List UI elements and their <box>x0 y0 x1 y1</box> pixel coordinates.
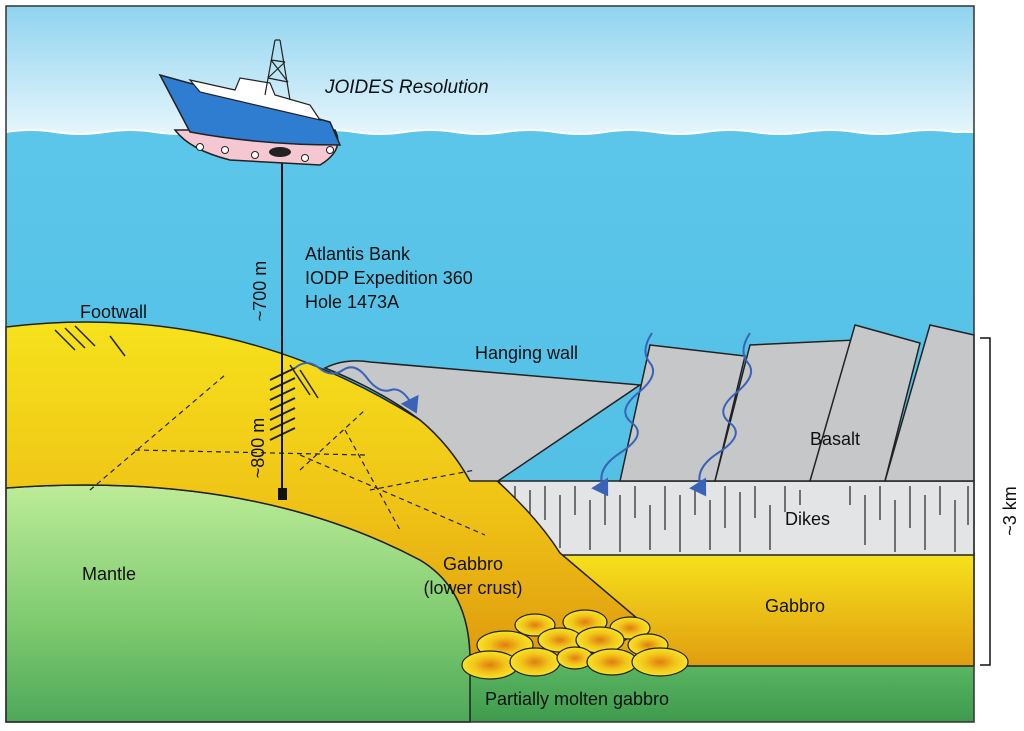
hanging-wall-label: Hanging wall <box>475 343 579 363</box>
drill-depth-label: ~800 m <box>248 417 268 479</box>
drill-bit <box>278 488 287 500</box>
dike-lines <box>514 486 969 552</box>
gabbro-label: Gabbro <box>765 596 826 616</box>
footwall-label: Footwall <box>80 302 148 322</box>
ship-name-label: JOIDES Resolution <box>325 77 489 98</box>
hole-label: Hole 1473A <box>305 292 400 312</box>
water-depth-label: ~700 m <box>250 260 270 322</box>
moonpool <box>269 147 291 157</box>
gabbro-lower-crust-sublabel: (lower crust) <box>423 578 523 598</box>
gabbro-lower-crust-label: Gabbro <box>442 554 504 574</box>
figure-border <box>5 5 975 723</box>
partially-molten-label: Partially molten gabbro <box>484 689 670 709</box>
site-name-label: Atlantis Bank <box>305 244 411 264</box>
hanging-wall <box>323 360 643 482</box>
basalt-label: Basalt <box>810 429 861 449</box>
footwall-fault-hatches <box>54 325 319 399</box>
ship <box>158 39 342 166</box>
sky <box>6 6 974 134</box>
ship-deck <box>188 77 322 121</box>
derrick <box>264 39 291 101</box>
fluid-flow-arrows <box>294 332 752 497</box>
thickness-label: ~3 km <box>1000 486 1020 536</box>
gabbro-dashed-lines <box>89 374 486 536</box>
thickness-bracket <box>980 337 991 666</box>
mantle-label: Mantle <box>82 564 137 584</box>
expedition-label: IODP Expedition 360 <box>305 268 473 288</box>
dikes-label: Dikes <box>785 509 831 529</box>
molten-gabbro-blobs <box>461 609 689 680</box>
dikes-layer <box>496 480 975 556</box>
sea-surface-line <box>5 129 974 135</box>
